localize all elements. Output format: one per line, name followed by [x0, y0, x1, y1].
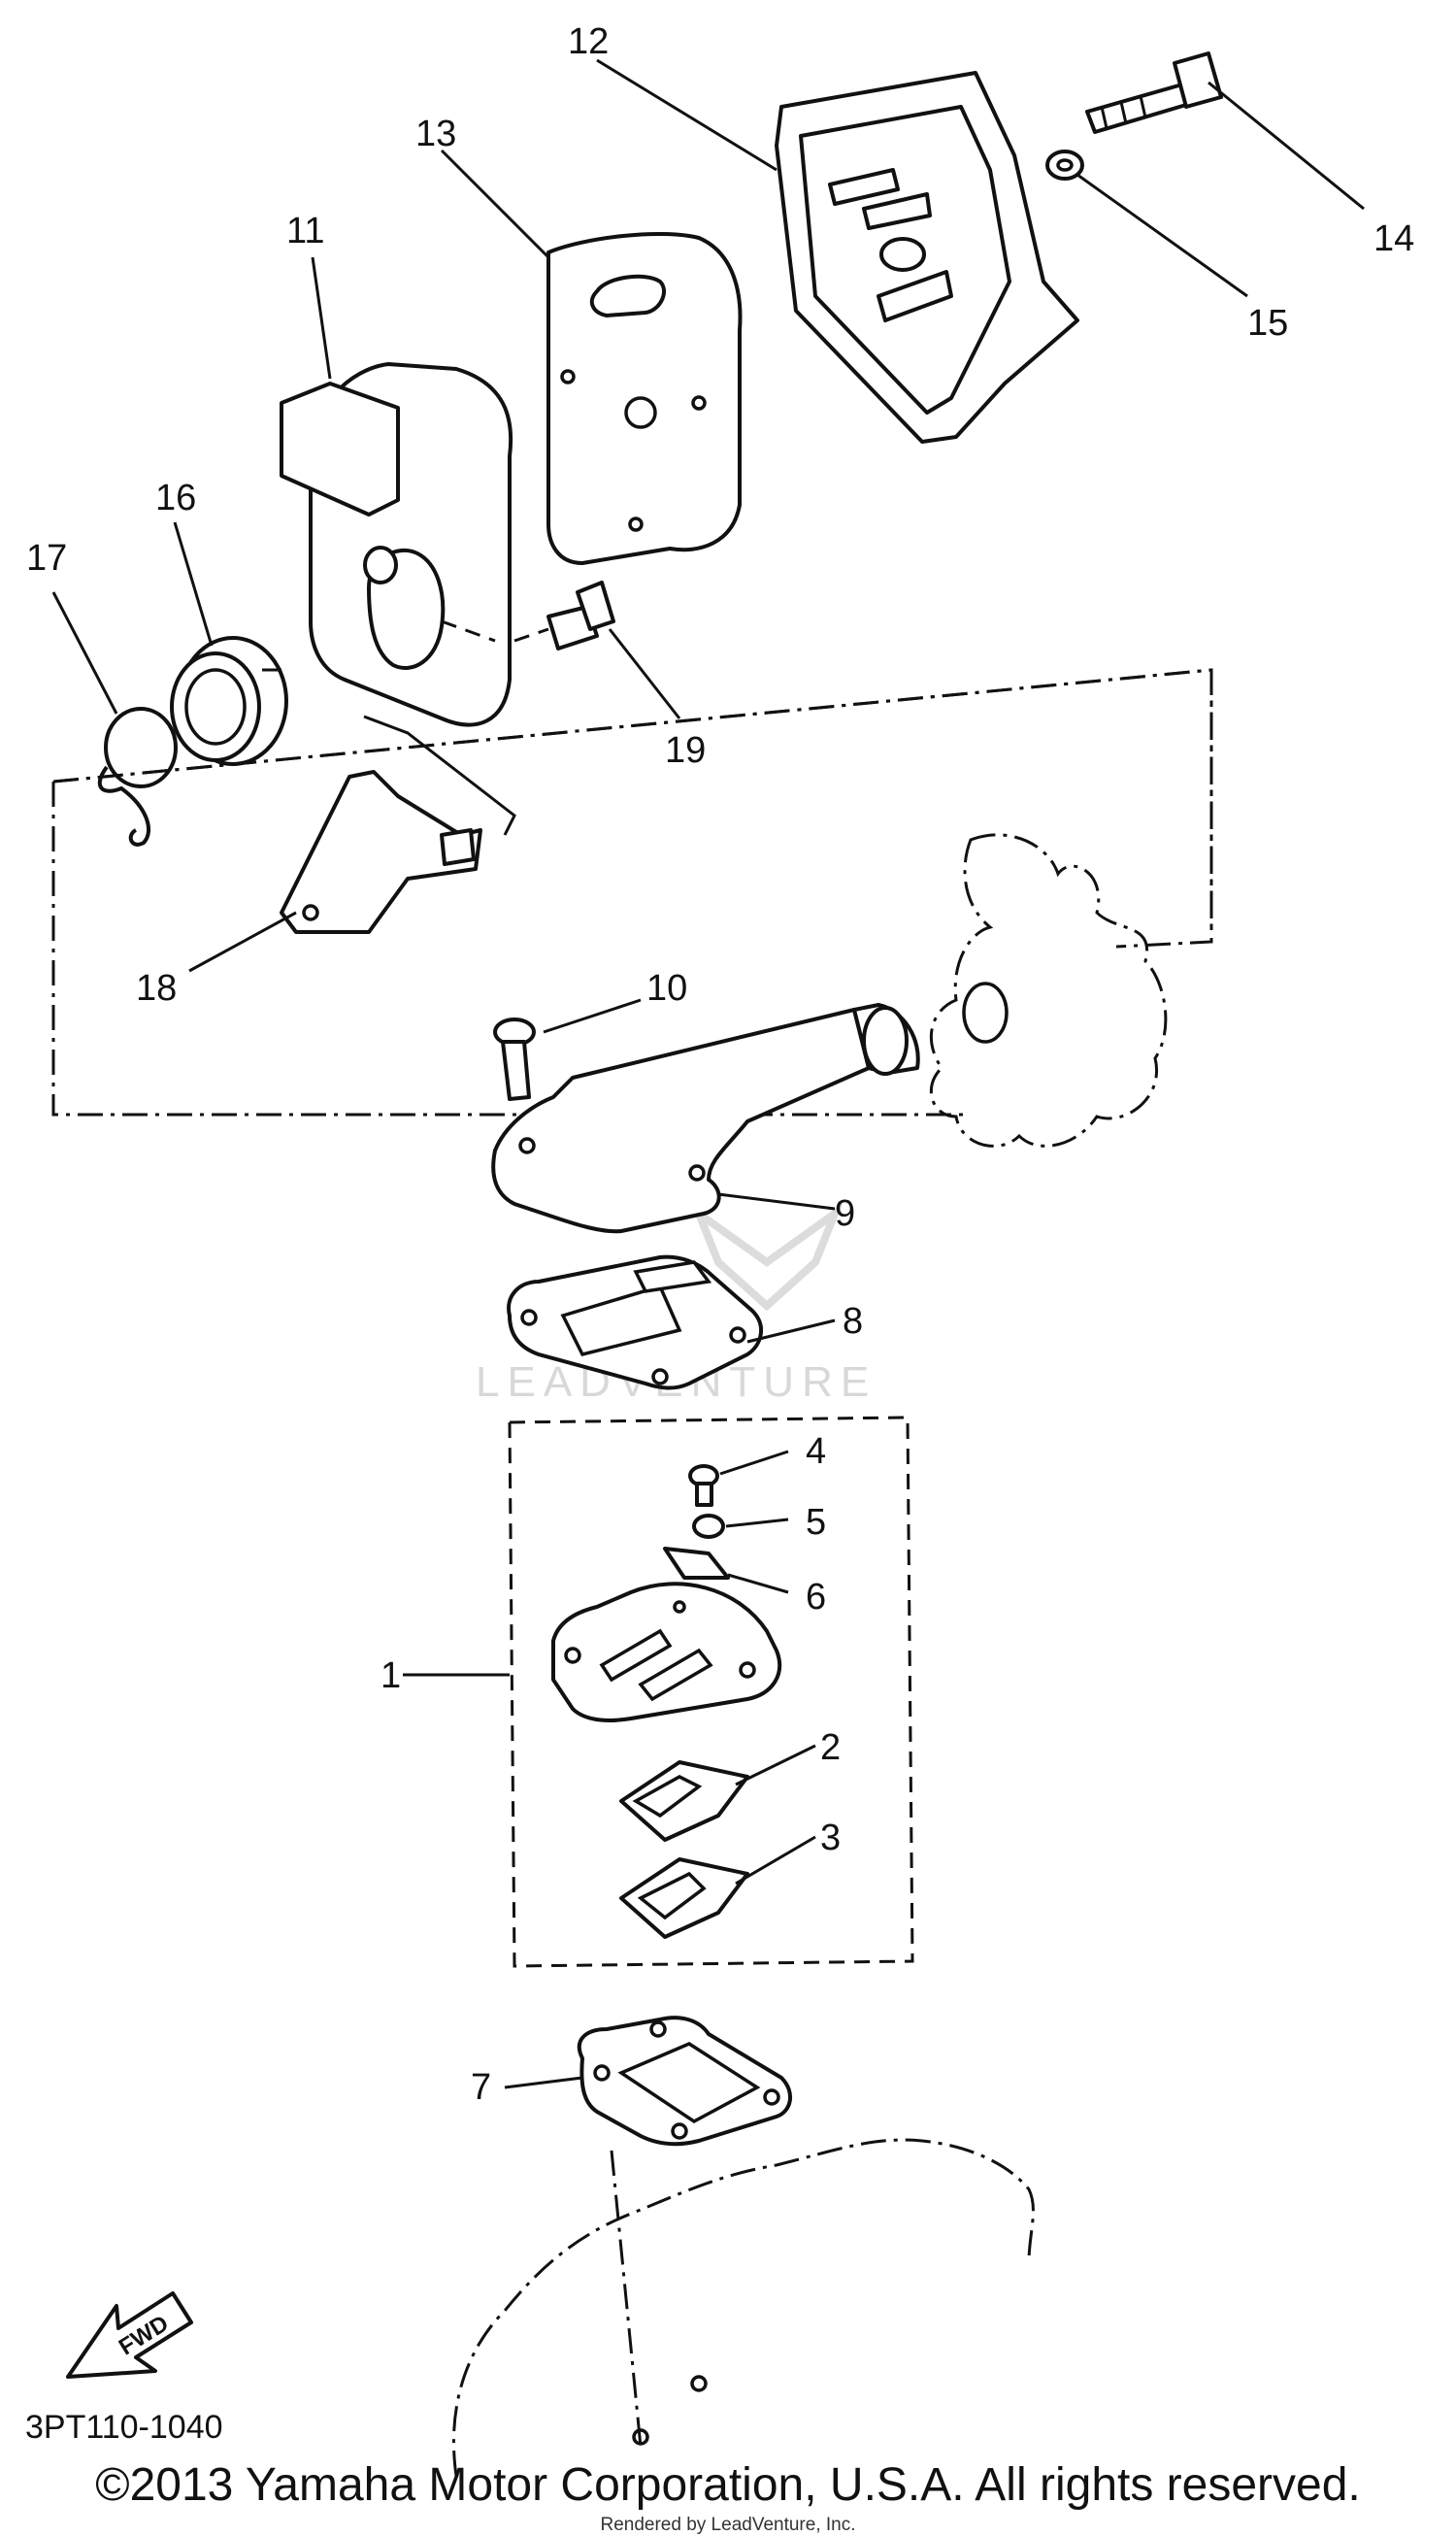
fwd-arrow-icon: FWD	[66, 2291, 193, 2379]
callout-1: 1	[381, 1655, 401, 1696]
callout-8: 8	[843, 1301, 863, 1342]
callout-9: 9	[835, 1193, 855, 1234]
rendered-by-credit: Rendered by LeadVenture, Inc.	[600, 2515, 856, 2535]
callout-11: 11	[286, 211, 324, 251]
part-19-screw	[546, 581, 615, 651]
callout-14: 14	[1373, 218, 1414, 259]
leader-lines	[51, 58, 1365, 2089]
callout-labels: 1 2 3 4 5 6 7 8 9 10 11 12 13 14 15 16 1…	[26, 21, 1414, 2108]
part-14-bolt	[1085, 51, 1223, 134]
reed-valve-plate	[551, 1582, 782, 1722]
part-16-joint	[170, 636, 288, 766]
callout-12: 12	[568, 21, 609, 62]
part-18-bracket	[280, 770, 482, 934]
callout-7: 7	[471, 2067, 491, 2108]
callout-17: 17	[26, 538, 67, 579]
part-2-reed	[619, 1760, 749, 1842]
part-7-gasket	[577, 2016, 792, 2147]
callout-10: 10	[646, 968, 687, 1009]
copyright-notice: ©2013 Yamaha Motor Corporation, U.S.A. A…	[95, 2459, 1361, 2511]
part-12-air-cleaner-cover	[775, 71, 1079, 444]
callout-2: 2	[820, 1727, 841, 1768]
callout-5: 5	[806, 1502, 826, 1543]
part-9-intake-manifold	[491, 1003, 920, 1234]
part-10-screw	[493, 1018, 536, 1101]
part-8-gasket	[507, 1254, 763, 1390]
callout-4: 4	[806, 1431, 826, 1472]
callout-15: 15	[1247, 303, 1288, 344]
callout-18: 18	[136, 968, 177, 1009]
reed-valve-assembly-box	[508, 1416, 914, 1968]
part-4-screw	[688, 1464, 719, 1507]
part-3-reed	[619, 1857, 749, 1939]
callout-13: 13	[415, 114, 456, 154]
callout-19: 19	[665, 730, 706, 771]
part-6-stopper	[663, 1547, 730, 1580]
callout-6: 6	[806, 1577, 826, 1618]
crankcase-outline	[452, 2138, 1035, 2477]
callout-3: 3	[820, 1818, 841, 1858]
figure-code: 3PT110-1040	[25, 2409, 223, 2446]
part-17-clamp	[97, 707, 178, 847]
callout-16: 16	[155, 478, 196, 518]
part-13-air-filter-element	[546, 232, 743, 565]
engine-case-outline	[929, 833, 1168, 1148]
part-5-washer	[692, 1514, 725, 1539]
part-11-air-cleaner-case	[280, 362, 513, 727]
